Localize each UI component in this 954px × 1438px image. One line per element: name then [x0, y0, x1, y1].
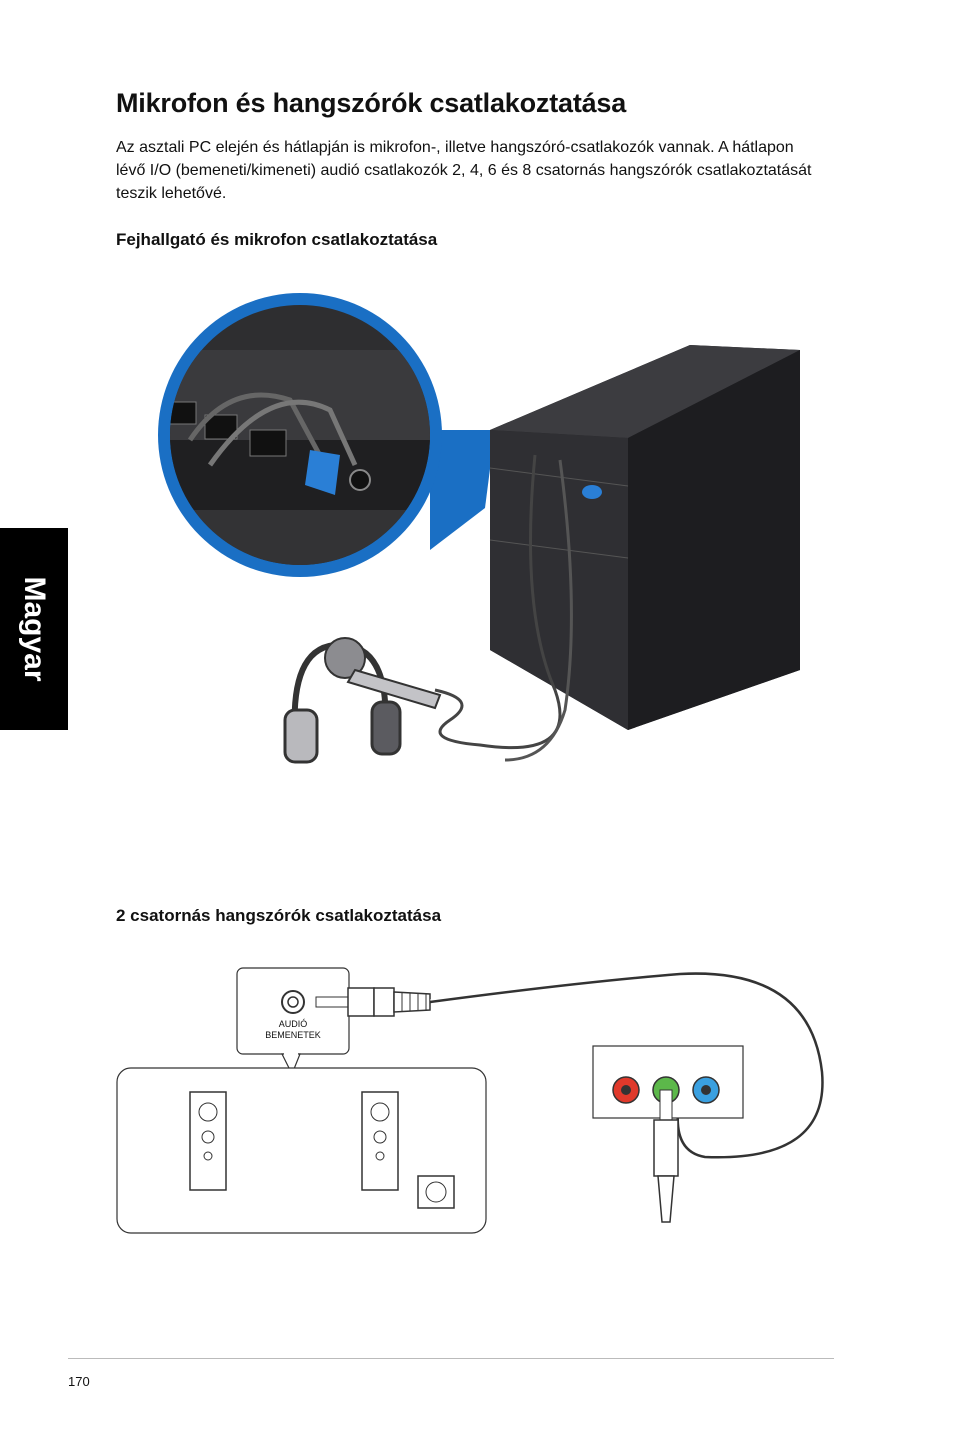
- headphone-mic-illustration: [158, 293, 800, 764]
- page-number: 170: [68, 1374, 90, 1389]
- language-tab: Magyar: [0, 528, 68, 730]
- intro-paragraph: Az asztali PC elején és hátlapján is mik…: [116, 139, 812, 202]
- speaker-set-box: [116, 1067, 487, 1234]
- page-title: Mikrofon és hangszórók csatlakoztatása: [116, 88, 627, 118]
- subwoofer: [417, 1175, 455, 1209]
- zoom-circle: [158, 293, 442, 577]
- left-speaker: [189, 1091, 227, 1191]
- audio-input-label: AUDIÓ BEMENETEK: [237, 1019, 349, 1041]
- audio-plug-left: [315, 987, 431, 1017]
- microphone-illustration: [324, 637, 442, 710]
- zoom-wedge: [430, 430, 495, 550]
- cable: [434, 454, 562, 750]
- cable: [504, 459, 573, 762]
- audio-plug-right: [653, 1089, 679, 1223]
- language-tab-label: Magyar: [18, 576, 51, 682]
- audio-input-label-line1: AUDIÓ: [278, 1019, 308, 1029]
- footer-divider: [68, 1358, 834, 1359]
- right-speaker: [361, 1091, 399, 1191]
- pc-tower: [489, 345, 800, 730]
- audio-input-callout: [236, 967, 350, 1076]
- speaker-connection-illustration: [116, 967, 826, 1234]
- section-heading-headphone-mic: Fejhallgató és mikrofon csatlakoztatása: [116, 230, 438, 249]
- audio-input-label-line2: BEMENETEK: [265, 1030, 321, 1040]
- section-heading-speakers: 2 csatornás hangszórók csatlakoztatása: [116, 906, 442, 925]
- audio-cable: [429, 972, 824, 1159]
